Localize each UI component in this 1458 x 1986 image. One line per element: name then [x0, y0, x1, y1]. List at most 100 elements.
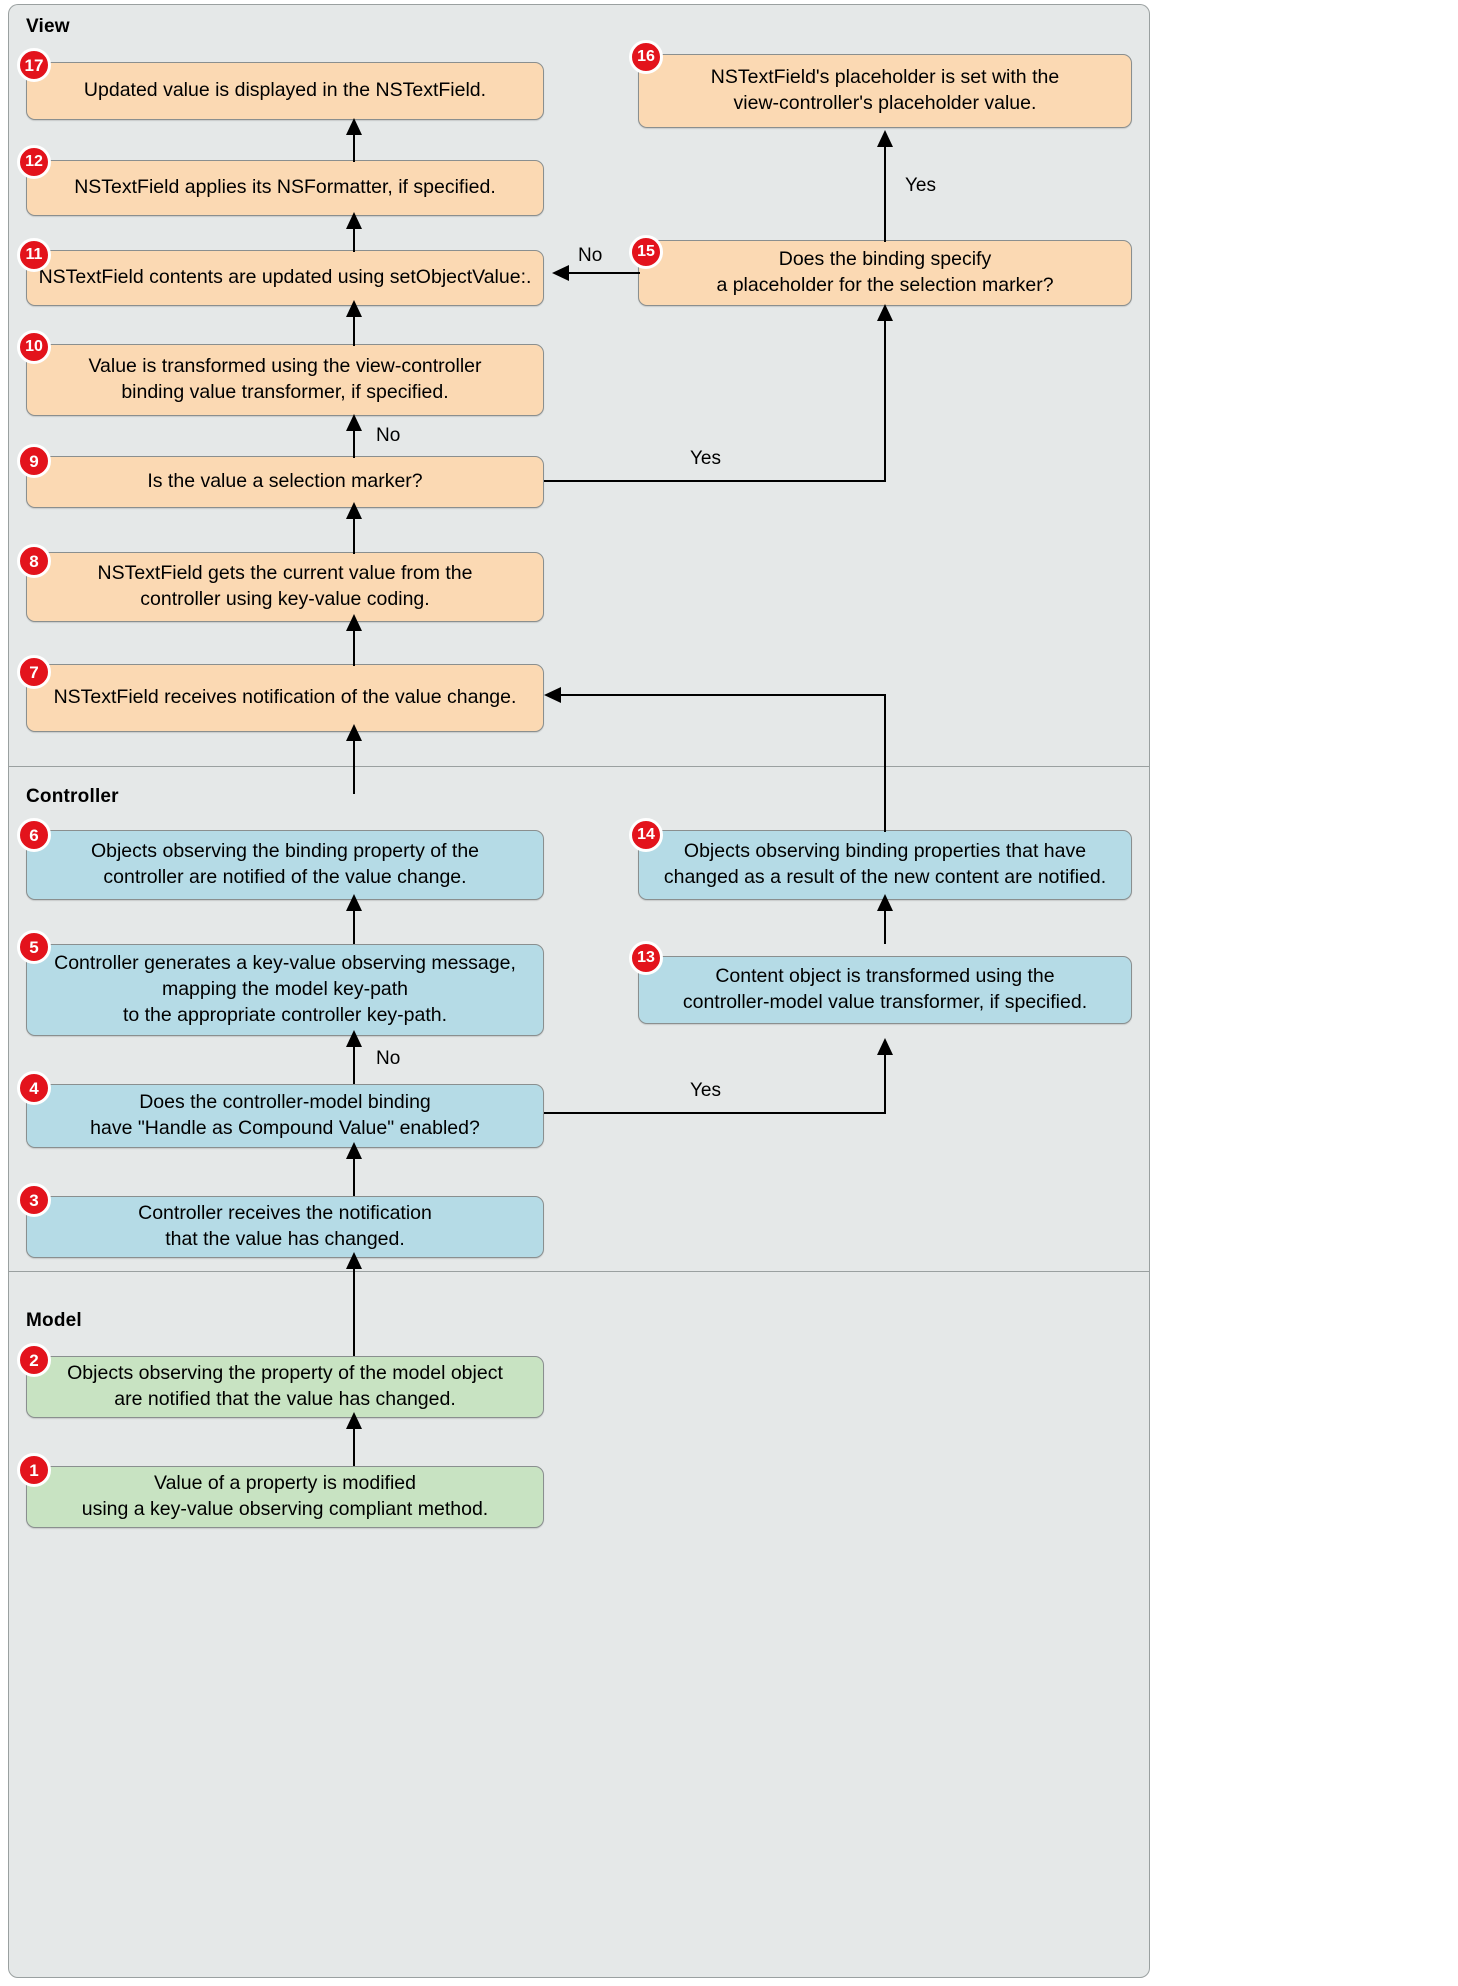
step-1-line-2: using a key-value observing compliant me… [81, 1498, 489, 1520]
connector-6-to-7 [352, 730, 356, 794]
step-box-12[interactable]: NSTextField applies its NSFormatter, if … [26, 160, 544, 216]
step-box-17[interactable]: Updated value is displayed in the NSText… [26, 62, 544, 120]
arrowhead-3-to-4 [346, 1142, 362, 1159]
connector-5-to-6 [352, 900, 356, 944]
step-10-line-2: binding value transformer, if specified. [121, 381, 449, 403]
step-3-line-2: that the value has changed. [165, 1228, 405, 1250]
edge-label-15-no: No [578, 245, 603, 266]
step-box-13[interactable]: Content object is transformed using the … [638, 956, 1132, 1024]
step-9-text: Is the value a selection marker? [147, 469, 422, 495]
step-7-text: NSTextField receives notification of the… [54, 685, 517, 711]
step-16-line-1: NSTextField's placeholder is set with th… [710, 66, 1060, 89]
step-badge-1: 1 [17, 1453, 51, 1487]
step-box-2[interactable]: Objects observing the property of the mo… [26, 1356, 544, 1418]
connector-4-to-5 [352, 1036, 356, 1084]
step-8-line-2: controller using key-value coding. [140, 588, 430, 610]
step-12-line-1: NSTextField applies its NSFormatter, if … [74, 176, 496, 199]
step-box-1[interactable]: Value of a property is modified using a … [26, 1466, 544, 1528]
edge-label-9-yes: Yes [690, 448, 721, 469]
connector-3-to-4 [352, 1148, 356, 1196]
step-3-text: Controller receives the notification tha… [138, 1201, 432, 1252]
step-box-4[interactable]: Does the controller-model binding have "… [26, 1084, 544, 1148]
lane-model [8, 1271, 1150, 1978]
step-box-7[interactable]: NSTextField receives notification of the… [26, 664, 544, 732]
connector-2-to-3 [352, 1258, 356, 1356]
step-11-text: NSTextField contents are updated using s… [39, 265, 532, 291]
step-17-line-1: Updated value is displayed in the NSText… [83, 79, 487, 102]
step-2-line-1: Objects observing the property of the mo… [67, 1362, 503, 1385]
step-box-5[interactable]: Controller generates a key-value observi… [26, 944, 544, 1036]
step-badge-11: 11 [17, 238, 51, 272]
step-5-text: Controller generates a key-value observi… [54, 951, 516, 1028]
arrowhead-15-no [552, 265, 569, 281]
step-badge-17: 17 [17, 48, 51, 82]
arrowhead-4-to-5 [346, 1030, 362, 1047]
lane-title-view: View [26, 16, 70, 37]
step-box-6[interactable]: Objects observing the binding property o… [26, 830, 544, 900]
connector-8-to-9 [352, 508, 356, 554]
step-11-line-1: NSTextField contents are updated using s… [38, 266, 532, 289]
arrowhead-8-to-9 [346, 502, 362, 519]
connector-13-to-14 [883, 900, 887, 944]
step-box-14[interactable]: Objects observing binding properties tha… [638, 830, 1132, 900]
step-13-line-1: Content object is transformed using the [715, 965, 1055, 988]
step-box-9[interactable]: Is the value a selection marker? [26, 456, 544, 508]
step-box-11[interactable]: NSTextField contents are updated using s… [26, 250, 544, 306]
step-13-text: Content object is transformed using the … [683, 964, 1087, 1015]
step-1-text: Value of a property is modified using a … [82, 1471, 488, 1522]
step-badge-7: 7 [17, 655, 51, 689]
connector-4-yes-horizontal [544, 1112, 886, 1115]
arrowhead-10-to-11 [346, 300, 362, 317]
arrowhead-14-to-7 [544, 687, 561, 703]
lane-title-model: Model [26, 1310, 82, 1331]
connector-10-to-11 [352, 306, 356, 346]
step-6-text: Objects observing the binding property o… [91, 839, 479, 890]
step-badge-3: 3 [17, 1183, 51, 1217]
step-badge-4: 4 [17, 1071, 51, 1105]
connector-9-yes-horizontal [544, 480, 886, 483]
step-14-text: Objects observing binding properties tha… [664, 839, 1106, 890]
step-box-3[interactable]: Controller receives the notification tha… [26, 1196, 544, 1258]
step-15-text: Does the binding specify a placeholder f… [716, 247, 1053, 298]
connector-15-no-horizontal [568, 272, 640, 275]
step-box-16[interactable]: NSTextField's placeholder is set with th… [638, 54, 1132, 128]
connector-1-to-2 [352, 1418, 356, 1466]
arrowhead-2-to-3 [346, 1252, 362, 1269]
connector-9-to-10 [352, 420, 356, 458]
step-8-text: NSTextField gets the current value from … [97, 561, 472, 612]
step-box-8[interactable]: NSTextField gets the current value from … [26, 552, 544, 622]
step-badge-5: 5 [17, 930, 51, 964]
edge-label-4-no: No [376, 1048, 401, 1069]
step-2-text: Objects observing the property of the mo… [67, 1361, 503, 1412]
step-6-line-2: controller are notified of the value cha… [103, 866, 467, 888]
step-badge-13: 13 [629, 941, 663, 975]
step-box-10[interactable]: Value is transformed using the view-cont… [26, 344, 544, 416]
connector-4-yes-vertical [883, 1044, 887, 1114]
step-badge-8: 8 [17, 544, 51, 578]
step-2-line-2: are notified that the value has changed. [114, 1388, 456, 1410]
connector-14-to-7-horizontal [552, 694, 886, 697]
step-box-15[interactable]: Does the binding specify a placeholder f… [638, 240, 1132, 306]
edge-label-4-yes: Yes [690, 1080, 721, 1101]
arrowhead-9-yes [877, 304, 893, 321]
step-7-line-1: NSTextField receives notification of the… [53, 686, 517, 709]
step-badge-2: 2 [17, 1343, 51, 1377]
step-15-line-2: a placeholder for the selection marker? [716, 274, 1054, 296]
step-6-line-1: Objects observing the binding property o… [90, 840, 480, 863]
arrowhead-15-yes [877, 130, 893, 147]
step-15-line-1: Does the binding specify [778, 248, 992, 271]
step-10-text: Value is transformed using the view-cont… [88, 354, 481, 405]
step-14-line-2: changed as a result of the new content a… [663, 866, 1107, 888]
arrowhead-13-to-14 [877, 894, 893, 911]
connector-15-yes-vertical [883, 136, 887, 242]
lane-title-controller: Controller [26, 786, 119, 807]
arrowhead-12-to-17 [346, 118, 362, 135]
edge-label-9-no: No [376, 425, 401, 446]
step-badge-16: 16 [629, 40, 663, 74]
step-12-text: NSTextField applies its NSFormatter, if … [74, 175, 496, 201]
step-3-line-1: Controller receives the notification [138, 1202, 432, 1225]
arrowhead-5-to-6 [346, 894, 362, 911]
step-badge-12: 12 [17, 145, 51, 179]
step-17-text: Updated value is displayed in the NSText… [84, 78, 486, 104]
